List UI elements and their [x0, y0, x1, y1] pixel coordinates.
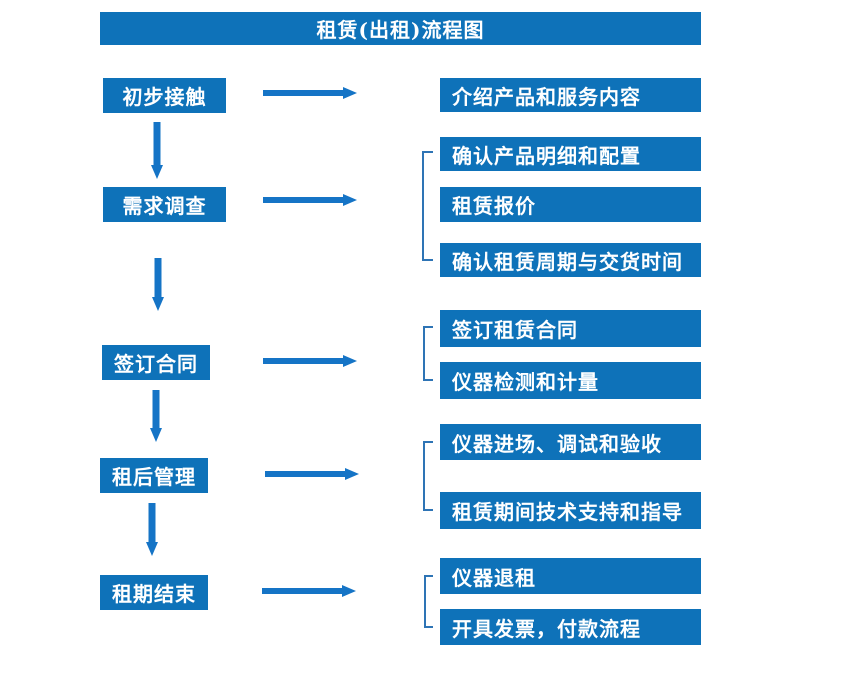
bracket-step4-group [423, 441, 433, 511]
step-node-post-rental: 租后管理 [100, 458, 208, 493]
bracket-step3-group [423, 326, 433, 381]
step-node-sign-contract: 签订合同 [102, 345, 210, 380]
bracket-step2-group [422, 151, 433, 261]
detail-node: 确认租赁周期与交货时间 [440, 243, 701, 277]
bracket-step5-group [424, 575, 433, 628]
detail-node: 确认产品明细和配置 [440, 137, 701, 171]
detail-node: 租赁期间技术支持和指导 [440, 492, 701, 529]
detail-node: 签订租赁合同 [440, 310, 701, 347]
page-title: 租赁(出租)流程图 [316, 18, 485, 42]
detail-node: 开具发票，付款流程 [440, 609, 701, 645]
detail-node: 仪器检测和计量 [440, 362, 701, 399]
step-node-lease-end: 租期结束 [100, 575, 208, 610]
step-node-initial-contact: 初步接触 [103, 78, 226, 113]
detail-node: 仪器退租 [440, 558, 701, 594]
step-node-demand-survey: 需求调查 [103, 187, 226, 222]
detail-node: 介绍产品和服务内容 [440, 78, 701, 112]
detail-node: 仪器进场、调试和验收 [440, 424, 701, 460]
title-bar: 租赁(出租)流程图 [100, 12, 701, 45]
detail-node: 租赁报价 [440, 187, 701, 222]
